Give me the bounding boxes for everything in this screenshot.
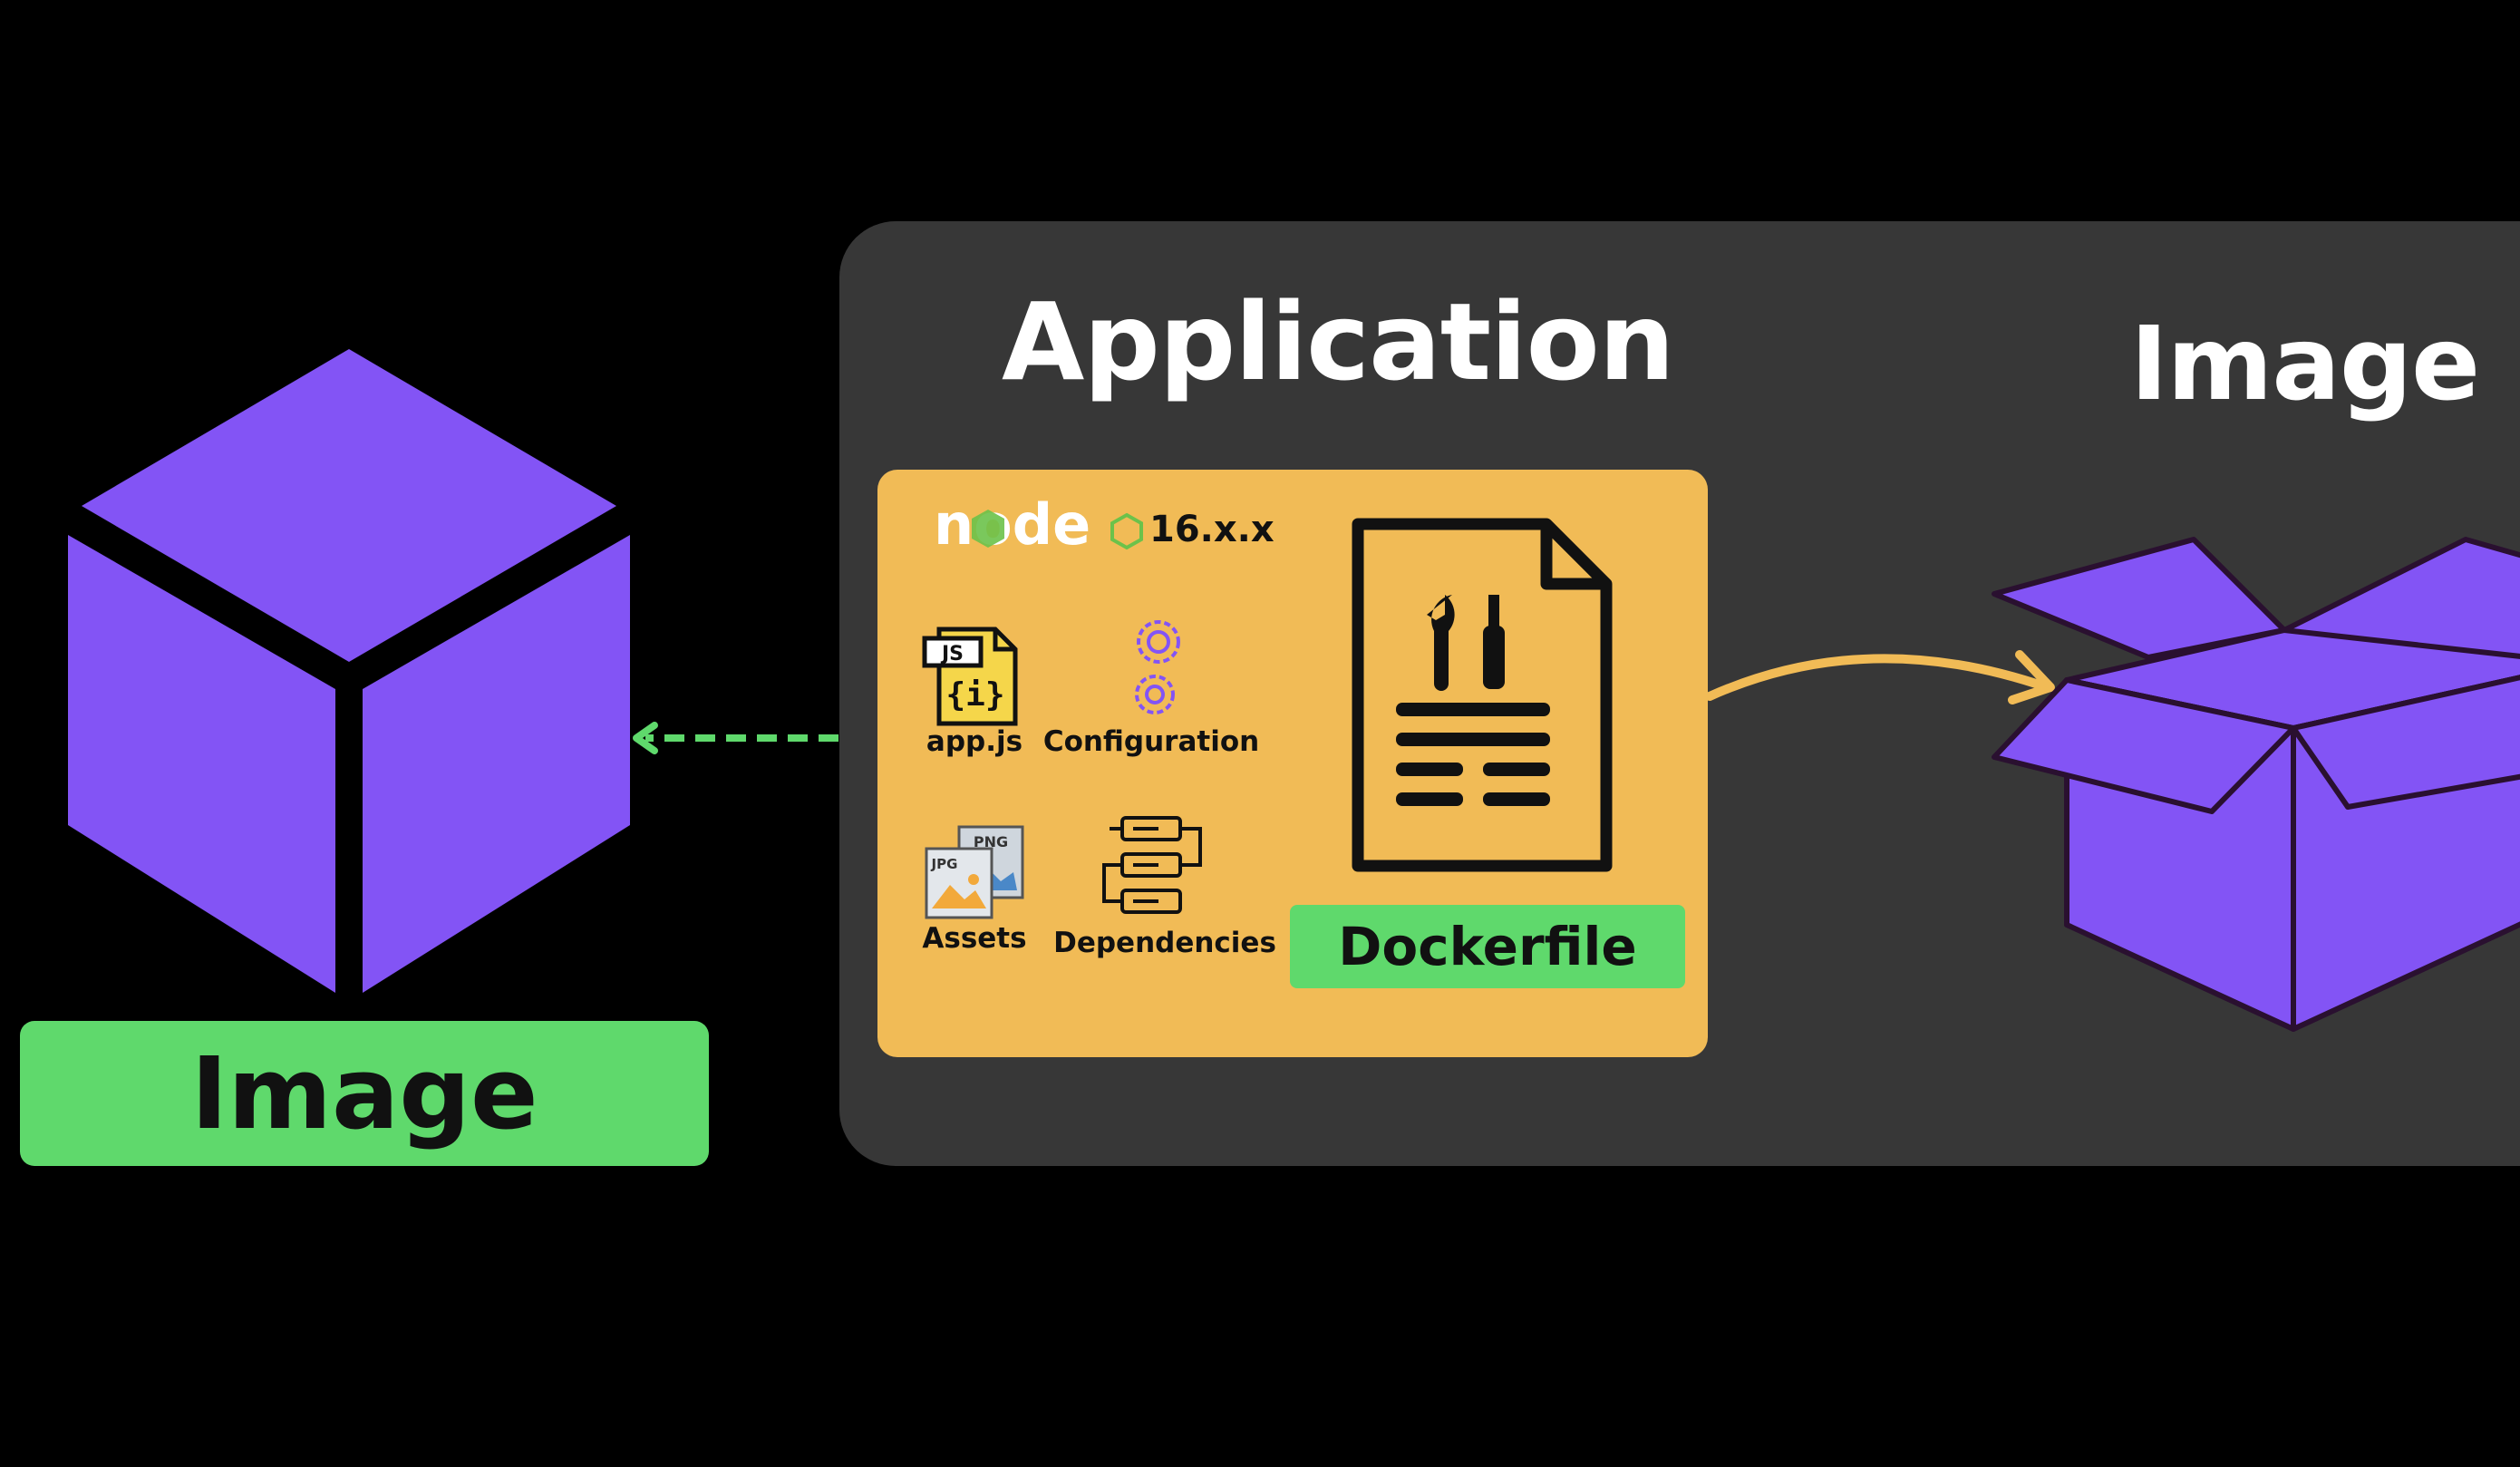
js-file-icon: JS {i} — [922, 627, 1018, 726]
appjs-label: app.js — [926, 725, 1023, 758]
dockerfile-button[interactable]: Dockerfile — [1290, 905, 1685, 988]
configuration-label: Configuration — [1042, 725, 1260, 758]
node-js-hex-icon — [1110, 512, 1143, 550]
svg-text:PNG: PNG — [974, 833, 1008, 850]
dependencies-flow-icon — [1102, 816, 1202, 914]
dockerfile-document-icon — [1352, 518, 1613, 872]
svg-text:JS: JS — [940, 643, 964, 665]
node-version: 16.x.x — [1149, 509, 1275, 550]
node-logo-text: node — [934, 491, 1090, 558]
cube-icon — [68, 349, 630, 993]
image-title: Image — [2130, 306, 2480, 423]
application-title: Application — [1002, 279, 1675, 404]
image-button[interactable]: Image — [20, 1021, 709, 1166]
nodejs-logo-icon: node — [934, 491, 1143, 558]
image-files-icon: PNG JPG — [925, 825, 1024, 919]
gear-icon — [1135, 620, 1180, 714]
assets-label: Assets — [922, 922, 1027, 955]
node-hex-icon — [972, 510, 1004, 548]
dashed-arrow-icon — [633, 722, 838, 754]
svg-text:JPG: JPG — [931, 856, 958, 872]
curved-arrow-icon — [1705, 650, 2055, 704]
tools-icon — [1427, 595, 1505, 691]
open-box-icon — [1992, 537, 2520, 1032]
svg-text:{i}: {i} — [945, 676, 1004, 714]
dependencies-label: Dependencies — [1053, 927, 1276, 959]
